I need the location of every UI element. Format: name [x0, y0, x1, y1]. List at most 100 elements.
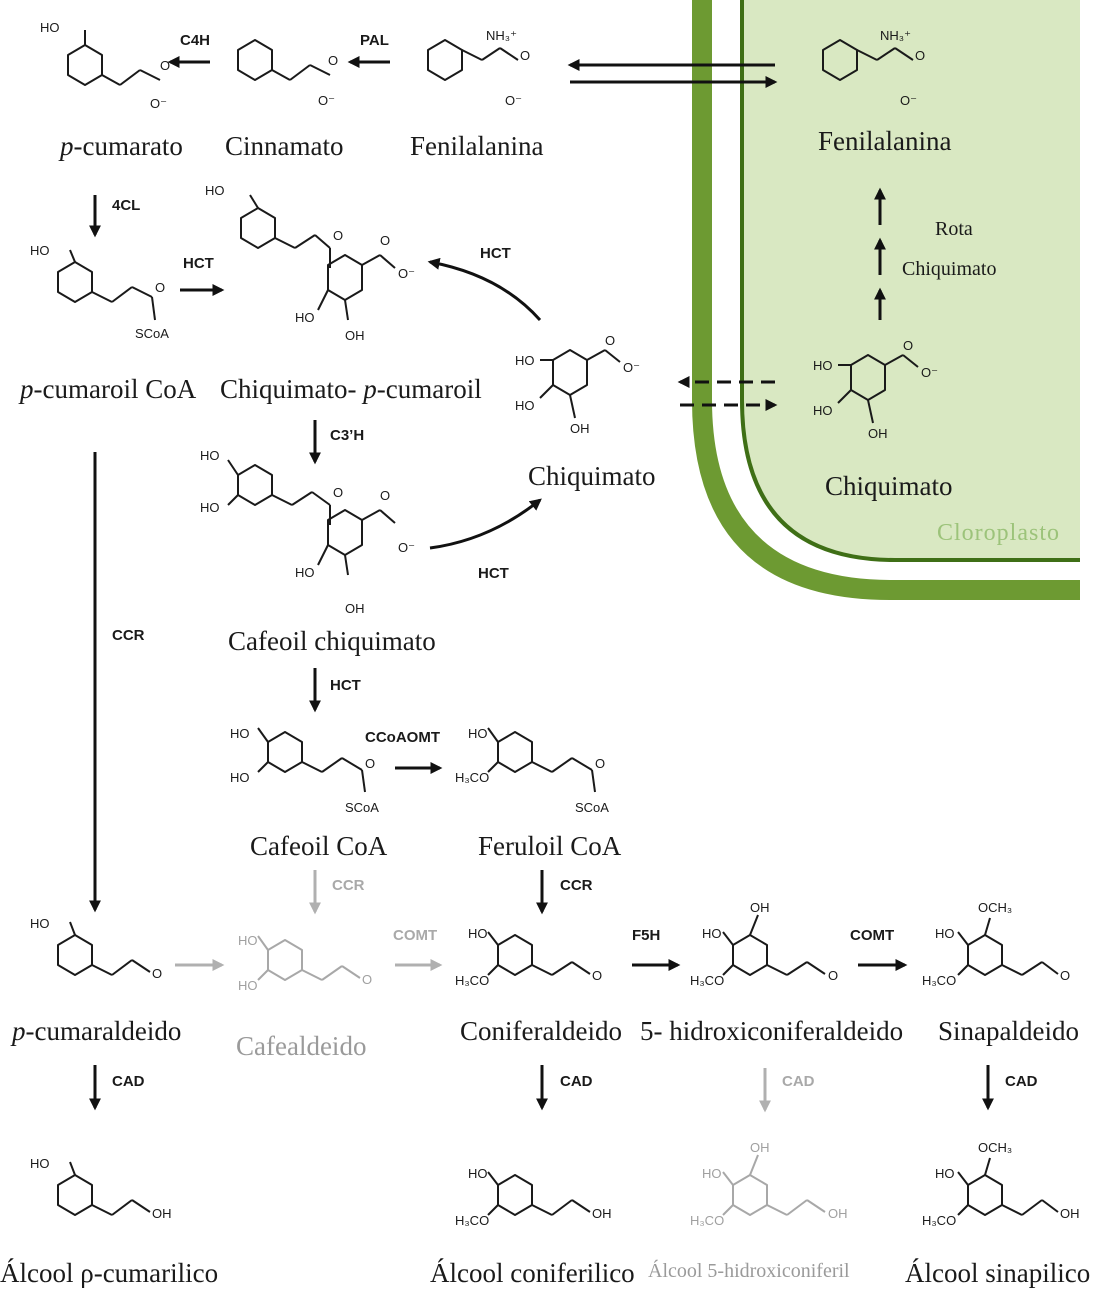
atom-h3co: H₃CO: [922, 1213, 956, 1228]
atom-oh: OH: [152, 1206, 172, 1221]
atom-ho: HO: [40, 20, 60, 35]
structure-alcool-coniferilico: HO H₃CO OH: [455, 1166, 612, 1228]
enzyme-comt-1: COMT: [393, 927, 437, 944]
label-coniferaldeido: Coniferaldeido: [460, 1016, 622, 1046]
arrow-hct-3: [429, 498, 542, 550]
structure-cafealdeido: HO HO O: [238, 933, 372, 993]
enzyme-ccoaomt: CCoAOMT: [365, 729, 440, 746]
enzyme-ccr-3: CCR: [560, 877, 593, 894]
structure-p-cumaraldeido: HO O: [30, 916, 162, 981]
atom-h3co: H₃CO: [922, 973, 956, 988]
atom-o-minus: O⁻: [150, 96, 167, 111]
atom-o: O: [362, 972, 372, 987]
atom-och3: OCH₃: [978, 900, 1012, 915]
atom-ho: HO: [813, 358, 833, 373]
atom-h3co: H₃CO: [455, 1213, 489, 1228]
atom-oh: OH: [828, 1206, 848, 1221]
atom-ho: HO: [238, 933, 258, 948]
structure-chiquimato: O O⁻ HO HO OH: [515, 333, 640, 436]
atom-ho: HO: [238, 978, 258, 993]
enzyme-pal: PAL: [360, 32, 389, 49]
atom-scoa: SCoA: [575, 800, 609, 815]
atom-oh: OH: [345, 601, 365, 616]
label-p-cumarato: p-cumarato: [58, 131, 183, 161]
atom-o-minus: O⁻: [505, 93, 522, 108]
structure-hidroxiconiferaldeido: OH HO H₃CO O: [690, 900, 838, 988]
structure-cinnamato: O O⁻: [237, 39, 338, 108]
enzyme-hct-4: HCT: [330, 677, 361, 694]
structure-sinapaldeido: OCH₃ HO H₃CO O: [922, 900, 1070, 988]
atom-ho: HO: [30, 1156, 50, 1171]
atom-o: O: [380, 488, 390, 503]
structure-alcool-5-hidroxiconiferil: OH HO H₃CO OH: [690, 1140, 848, 1228]
atom-ho: HO: [230, 770, 250, 785]
label-feruloil-coa: Feruloil CoA: [478, 831, 622, 861]
label-cinnamato: Cinnamato: [225, 131, 343, 161]
atom-o: O: [592, 968, 602, 983]
label-chiquimato: Chiquimato: [528, 461, 656, 491]
atom-ho: HO: [468, 726, 488, 741]
atom-o-minus: O⁻: [398, 266, 415, 281]
label-cafeoil-chiquimato: Cafeoil chiquimato: [228, 626, 436, 656]
atom-o: O: [380, 233, 390, 248]
label-chiquimato-chloroplast: Chiquimato: [825, 471, 953, 501]
atom-ho: HO: [468, 926, 488, 941]
atom-o: O: [328, 53, 338, 68]
atom-o: O: [160, 58, 170, 73]
atom-h3co: H₃CO: [455, 770, 489, 785]
atom-ho: HO: [30, 916, 50, 931]
atom-ho: HO: [200, 448, 220, 463]
enzyme-c3h: C3’H: [330, 427, 364, 444]
enzyme-ccr-2: CCR: [332, 877, 365, 894]
atom-o: O: [903, 338, 913, 353]
atom-o: O: [333, 485, 343, 500]
atom-o: O: [828, 968, 838, 983]
atom-ho: HO: [200, 500, 220, 515]
atom-oh: OH: [868, 426, 888, 441]
route-note-line1: Rota: [935, 218, 973, 240]
atom-ho: HO: [515, 353, 535, 368]
label-fenilalanina: Fenilalanina: [410, 131, 543, 161]
chloroplast-membrane-inner: [740, 0, 1080, 562]
enzyme-comt-2: COMT: [850, 927, 894, 944]
atom-h3co: H₃CO: [690, 1213, 724, 1228]
atom-ho: HO: [295, 310, 315, 325]
atom-o-minus: O⁻: [921, 365, 938, 380]
label-alcool-sinapilico: Álcool sinapilico: [905, 1258, 1090, 1288]
atom-ho: HO: [468, 1166, 488, 1181]
atom-o-minus: O⁻: [318, 93, 335, 108]
enzyme-cad-4: CAD: [1005, 1073, 1038, 1090]
atom-h3co: H₃CO: [690, 973, 724, 988]
structure-chiquimato-chloroplast: O O⁻ HO HO OH: [813, 338, 938, 441]
label-chiquimato-p-cumaroil: Chiquimato- p-cumaroil: [220, 374, 482, 404]
structure-p-cumarato: HO O O⁻: [40, 20, 170, 111]
atom-ho: HO: [230, 726, 250, 741]
enzyme-hct-1: HCT: [183, 255, 214, 272]
structure-alcool-sinapilico: OCH₃ HO H₃CO OH: [922, 1140, 1080, 1228]
structure-coniferaldeido: HO H₃CO O: [455, 926, 602, 988]
chloroplast-stroma: [742, 0, 1080, 560]
atom-o: O: [520, 48, 530, 63]
atom-ho: HO: [935, 1166, 955, 1181]
chloroplast-compartment: Cloroplasto: [692, 0, 1080, 600]
atom-ho: HO: [702, 926, 722, 941]
label-cafealdeido: Cafealdeido: [236, 1031, 366, 1061]
atom-ho: HO: [515, 398, 535, 413]
structure-chiquimato-p-cumaroil: HO O O O⁻ HO OH: [205, 183, 415, 343]
label-fenilalanina-chloroplast: Fenilalanina: [818, 126, 951, 156]
label-alcool-5-hidroxiconiferil: Álcool 5-hidroxiconiferil: [648, 1259, 850, 1282]
atom-oh: OH: [750, 900, 770, 915]
label-cafeoil-coa: Cafeoil CoA: [250, 831, 388, 861]
enzyme-ccr-1: CCR: [112, 627, 145, 644]
structure-fenilalanina-chloroplast: NH₃⁺ O O⁻: [822, 28, 925, 108]
structure-cafeoil-coa: HO HO O SCoA: [230, 726, 379, 815]
atom-ho: HO: [295, 565, 315, 580]
enzyme-cad-3: CAD: [782, 1073, 815, 1090]
label-hidroxiconiferaldeido: 5- hidroxiconiferaldeido: [640, 1016, 903, 1046]
enzyme-cad-2: CAD: [560, 1073, 593, 1090]
atom-nh3: NH₃⁺: [880, 28, 911, 43]
structure-fenilalanina: NH₃⁺ O O⁻: [427, 28, 530, 108]
label-p-cumaroil-coa: p-cumaroil CoA: [18, 374, 197, 404]
atom-oh: OH: [750, 1140, 770, 1155]
